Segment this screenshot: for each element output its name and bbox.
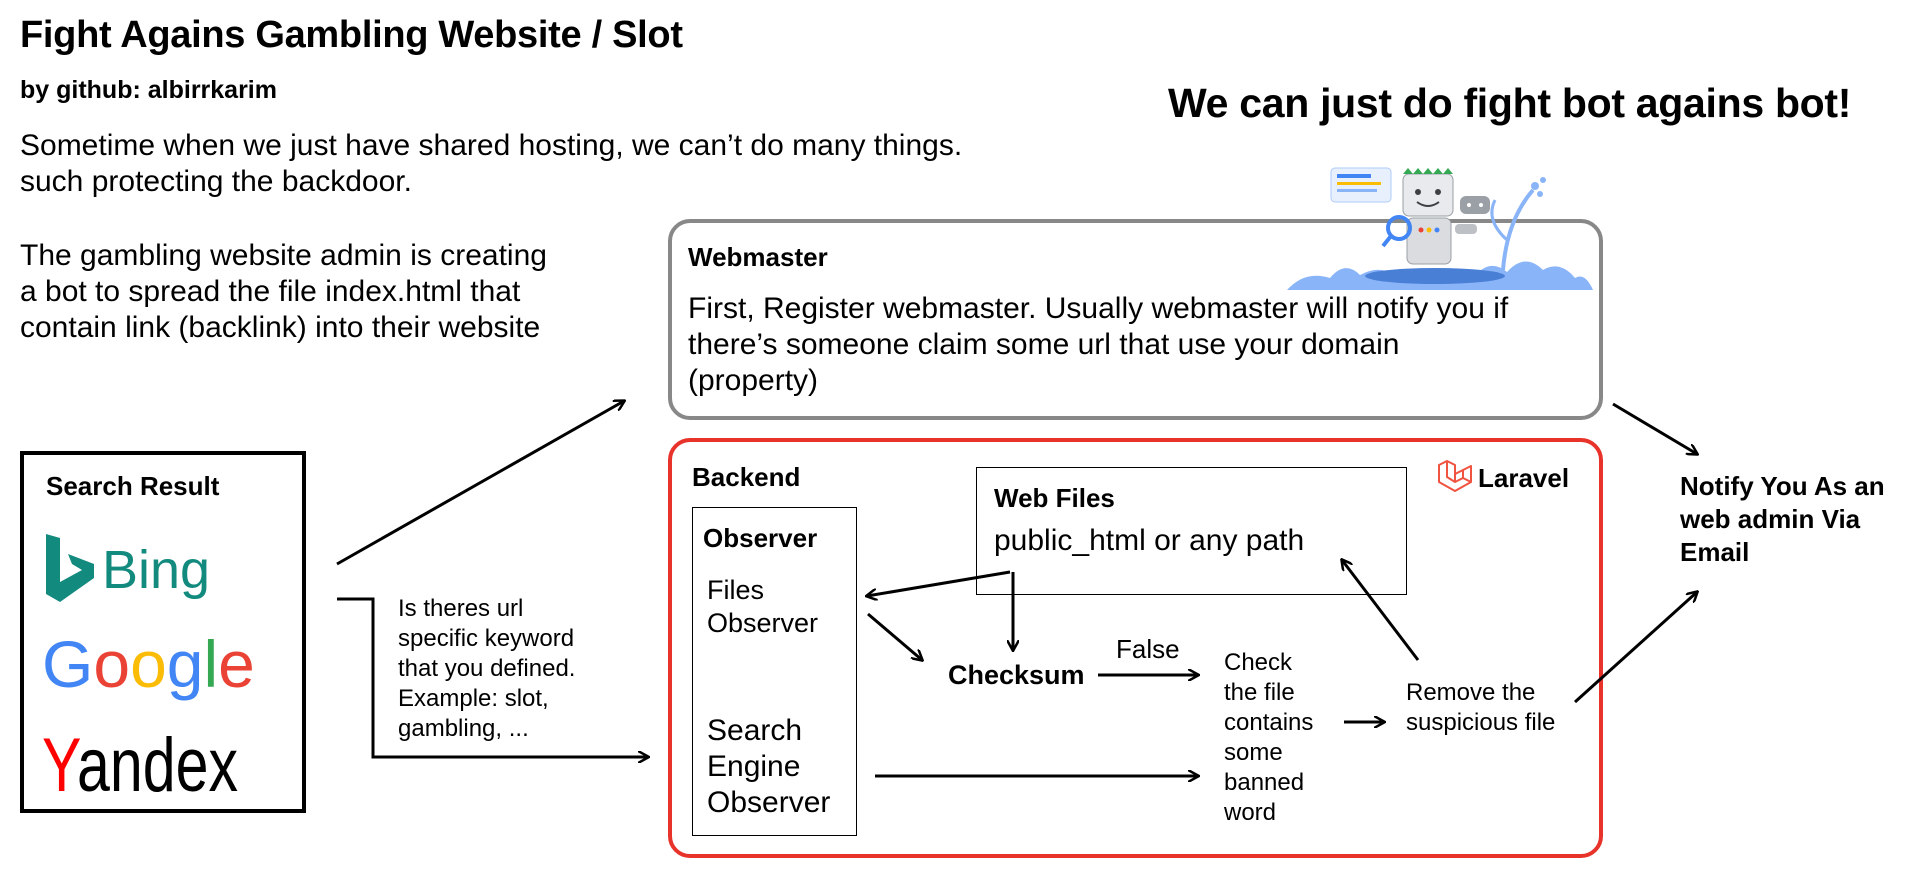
- webmaster-text: First, Register webmaster. Usually webma…: [688, 292, 1509, 397]
- web-files-title: Web Files: [994, 483, 1115, 513]
- google-logo: Google: [42, 625, 272, 710]
- svg-text:Google: Google: [42, 627, 255, 701]
- webfiles-to-observer-arrow: [867, 570, 1011, 596]
- observer-box: Observer Files Observer Search Engine Ob…: [692, 507, 857, 836]
- false-label: False: [1116, 634, 1180, 664]
- webmaster-title: Webmaster: [688, 242, 828, 272]
- observer-to-checksum-arrow: [867, 612, 922, 660]
- remove-suspicious-file-text: Remove the suspicious file: [1406, 679, 1556, 736]
- search-result-box: Search Result Bing Google Yandex: [20, 451, 306, 813]
- page-title: Fight Agains Gambling Website / Slot: [20, 14, 683, 56]
- remove-to-notify-arrow: [1573, 592, 1697, 704]
- intro-paragraph-1: Sometime when we just have shared hostin…: [20, 129, 963, 198]
- webmaster-to-notify-arrow: [1612, 402, 1697, 454]
- check-banned-word-text: Check the file contains some banned word: [1224, 649, 1314, 826]
- keyword-note: Is theres url specific keyword that you …: [398, 595, 576, 742]
- search-to-backend-arrow: [337, 597, 648, 757]
- web-files-box: Web Files public_html or any path: [976, 467, 1407, 595]
- yandex-logo: Yandex: [42, 715, 262, 810]
- search-engine-observer-label: Search Engine Observer: [707, 714, 831, 819]
- checksum-label: Checksum: [948, 660, 1085, 690]
- backend-title: Backend: [692, 462, 801, 492]
- remove-to-webfiles-arrow: [1342, 560, 1420, 661]
- author-credit: by github: albirrkarim: [20, 76, 277, 104]
- backend-box: Backend Laravel: [668, 438, 1603, 858]
- notify-email-text: Notify You As an web admin Via Email: [1680, 471, 1885, 567]
- bing-logo: Bing: [42, 530, 242, 615]
- svg-text:Bing: Bing: [102, 540, 210, 600]
- svg-text:Yandex: Yandex: [42, 723, 238, 805]
- search-result-title: Search Result: [46, 471, 220, 501]
- observer-title: Observer: [703, 523, 818, 553]
- robot-mascot-illustration: [1285, 160, 1595, 300]
- search-to-webmaster-arrow: [336, 401, 624, 566]
- slogan-heading: We can just do fight bot agains bot!: [1168, 80, 1852, 126]
- intro-paragraph-2: The gambling website admin is creating a…: [20, 239, 547, 344]
- files-observer-label: Files Observer: [707, 575, 819, 638]
- web-files-path: public_html or any path: [994, 524, 1305, 557]
- laravel-icon: [1436, 460, 1474, 501]
- laravel-label: Laravel: [1478, 463, 1570, 493]
